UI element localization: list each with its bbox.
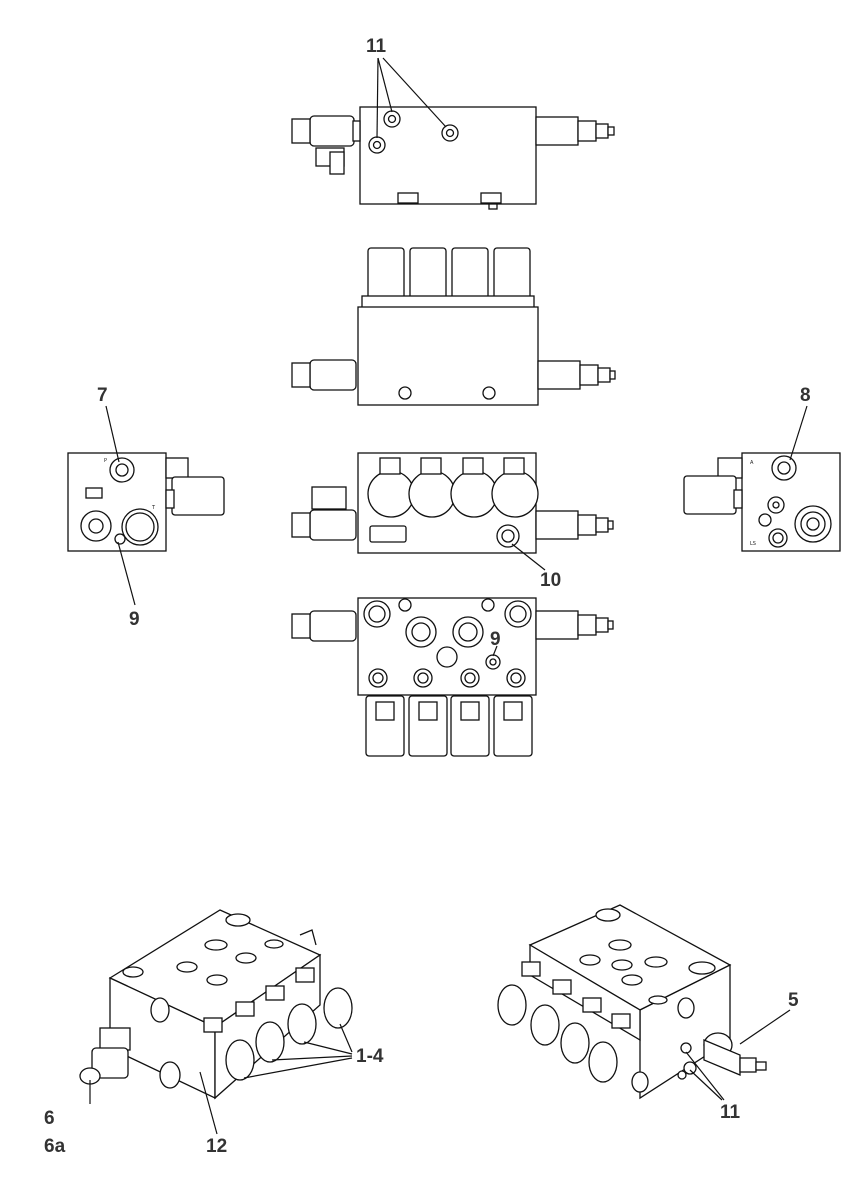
port-label-ls: LS (750, 541, 756, 547)
iso-view-left (79, 909, 353, 1100)
callout-11-iso: 11 (720, 1102, 741, 1123)
callout-6a: 6a (44, 1136, 66, 1157)
callout-11-top: 11 (366, 36, 387, 57)
callout-1-4: 1-4 (356, 1046, 384, 1067)
iso-view-right (497, 904, 767, 1100)
callout-9-center: 9 (490, 629, 501, 650)
callout-8: 8 (800, 385, 811, 406)
left-side-view: P T (67, 452, 225, 552)
port-label-a: A (750, 460, 754, 466)
callout-9-left: 9 (129, 609, 140, 630)
front-view (291, 247, 616, 406)
callout-labels: 11 7 8 9 10 9 5 6 6a 12 1-4 11 (44, 36, 811, 1157)
top-view (291, 106, 615, 210)
coil-view (291, 452, 614, 554)
callout-10: 10 (540, 570, 561, 591)
callout-12: 12 (206, 1136, 227, 1157)
callout-7: 7 (97, 385, 108, 406)
callout-6: 6 (44, 1108, 55, 1129)
leader-lines (89, 57, 808, 1135)
port-label-p: P (104, 458, 107, 464)
port-view (291, 597, 614, 757)
callout-5: 5 (788, 990, 799, 1011)
port-label-t: T (151, 505, 156, 511)
right-side-view: A LS (683, 452, 841, 552)
